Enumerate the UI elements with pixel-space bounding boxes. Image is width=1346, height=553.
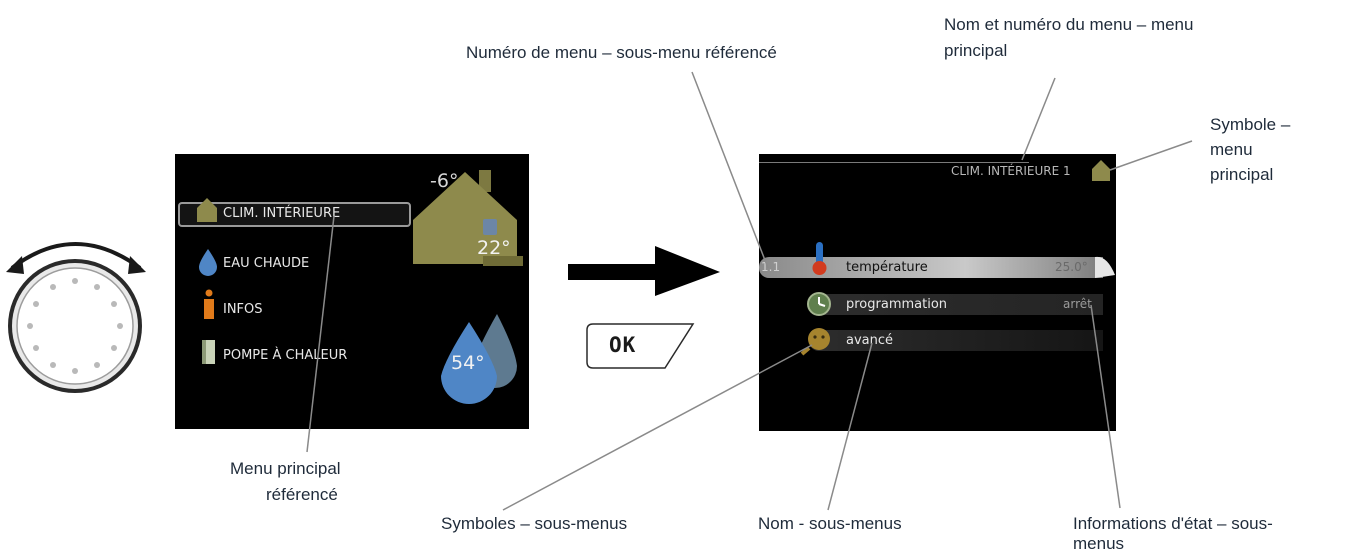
page-curl bbox=[1095, 256, 1115, 278]
drop-icon bbox=[199, 249, 217, 276]
callout-main-menu-1: Menu principal bbox=[230, 459, 341, 478]
submenu-row-3[interactable] bbox=[809, 330, 1103, 351]
info-icon bbox=[204, 289, 214, 319]
submenu-name-temperature: température bbox=[846, 260, 928, 275]
gear-face-icon bbox=[800, 328, 830, 356]
thermometer-icon bbox=[812, 242, 827, 275]
outdoor-temp: -6° bbox=[430, 170, 459, 192]
submenu-status-temperature: 25.0° bbox=[1055, 260, 1088, 274]
menu-item-eau-chaude[interactable]: EAU CHAUDE bbox=[223, 256, 310, 271]
callout-status-2: menus bbox=[1073, 534, 1125, 553]
submenu-status-programmation: arrêt bbox=[1063, 297, 1092, 311]
callout-menu-name-number-1: Nom et numéro du menu – menu bbox=[944, 15, 1194, 34]
callout-symbol-2: menu bbox=[1210, 140, 1253, 159]
clock-icon bbox=[807, 292, 831, 316]
callout-symbol-1: Symbole – bbox=[1210, 115, 1291, 134]
ok-label: OK bbox=[609, 333, 637, 357]
house-icon bbox=[1092, 160, 1110, 181]
menu-icons bbox=[197, 198, 217, 364]
big-house-icon bbox=[413, 170, 523, 266]
submenu-name-programmation: programmation bbox=[846, 297, 948, 312]
leader-menu-number bbox=[691, 71, 769, 269]
callout-menu-number: Numéro de menu – sous-menu référencé bbox=[466, 43, 777, 62]
menu-item-infos[interactable]: INFOS bbox=[223, 302, 263, 317]
ok-button[interactable]: OK bbox=[585, 322, 695, 370]
leader-symbol bbox=[1109, 140, 1193, 171]
callout-submenu-symbols: Symboles – sous-menus bbox=[441, 514, 628, 533]
submenu-name-avance: avancé bbox=[846, 333, 894, 348]
title-line bbox=[759, 162, 1029, 163]
callout-symbol-3: principal bbox=[1210, 165, 1274, 184]
indoor-temp: 22° bbox=[477, 237, 511, 259]
row-number: 1.1 bbox=[761, 260, 781, 274]
menu-title: CLIM. INTÉRIEURE 1 bbox=[951, 164, 1071, 178]
house-icon bbox=[197, 198, 217, 222]
callout-main-menu-2: référencé bbox=[266, 485, 338, 504]
callout-submenu-name: Nom - sous-menus bbox=[758, 514, 902, 533]
heat-pump-icon bbox=[202, 340, 215, 364]
submenu-row-2[interactable] bbox=[809, 294, 1103, 315]
leader-menu-name bbox=[1021, 77, 1056, 161]
water-temp: 54° bbox=[451, 352, 485, 374]
submenu-icons bbox=[800, 242, 831, 356]
status-graphics bbox=[413, 170, 523, 404]
submenu-screen: CLIM. INTÉRIEURE 1 1.1 température 25.0°… bbox=[759, 154, 1116, 431]
callout-status-1: Informations d'état – sous- bbox=[1073, 514, 1273, 533]
rotate-arrow bbox=[10, 242, 142, 270]
callout-menu-name-number-2: principal bbox=[944, 41, 1008, 60]
submenu-row-1[interactable] bbox=[759, 257, 1103, 278]
main-menu-screen: CLIM. INTÉRIEURE EAU CHAUDE INFOS POMPE … bbox=[175, 154, 529, 429]
